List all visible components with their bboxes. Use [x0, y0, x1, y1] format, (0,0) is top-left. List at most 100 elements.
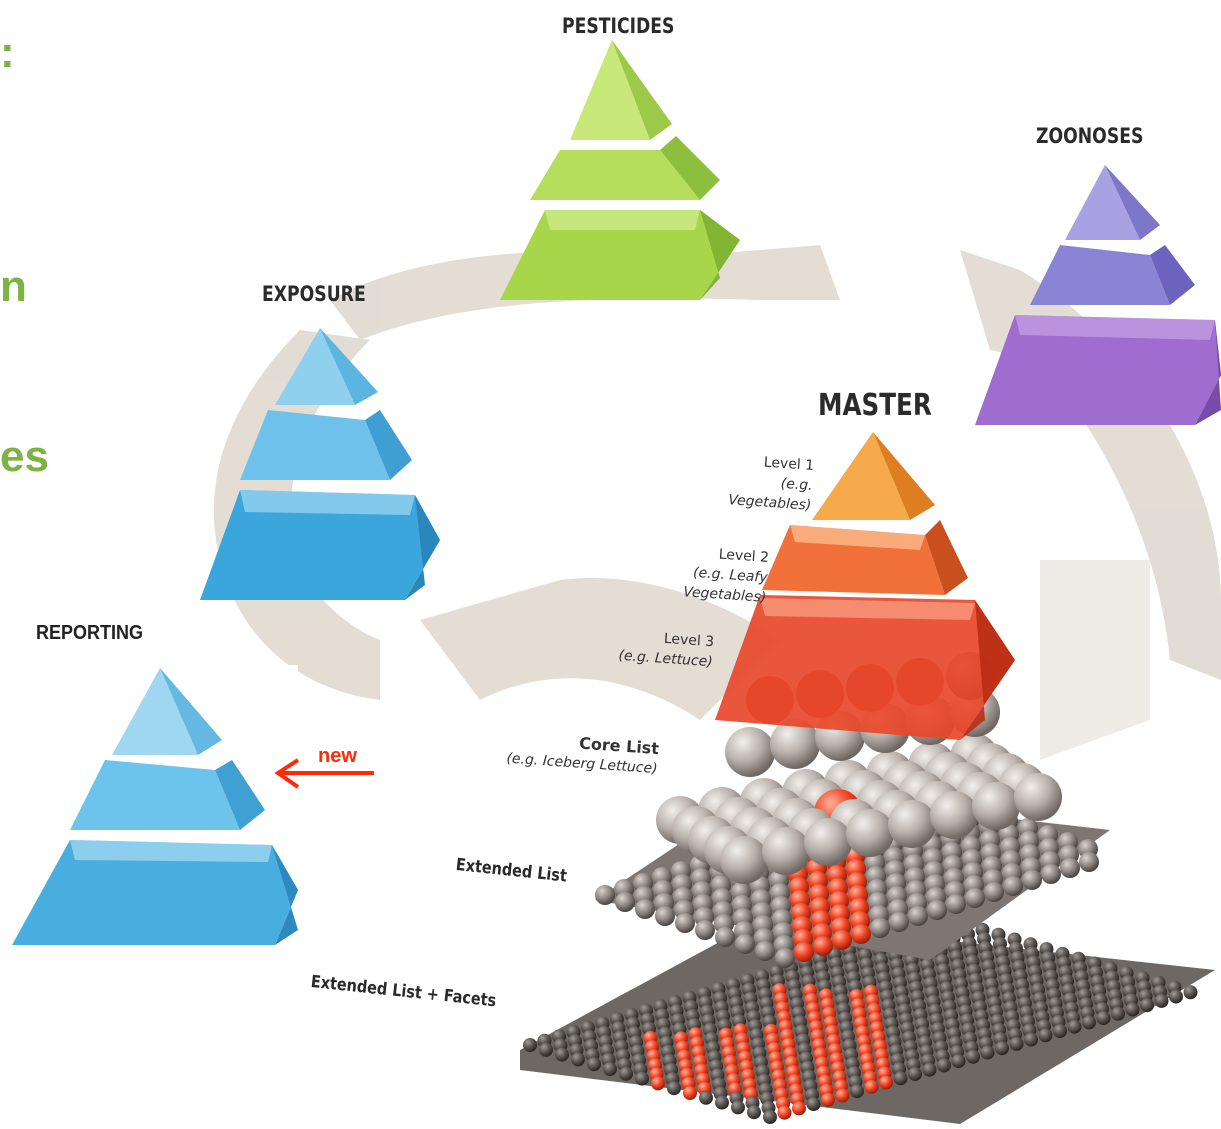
cycle-arrow-left [213, 330, 380, 700]
extended-ball [635, 899, 655, 919]
extended-ball [946, 894, 966, 914]
extended-ball [675, 913, 695, 933]
facet-ball [731, 1100, 745, 1115]
master-pyramid [520, 432, 1215, 1124]
core-ball [1014, 773, 1062, 821]
extended-ball [870, 918, 890, 938]
reporting-title: REPORTING [36, 622, 144, 644]
facet-ball [571, 1052, 585, 1067]
extended-ball [851, 924, 871, 944]
core-ball [770, 719, 820, 769]
extended-ball [794, 942, 814, 962]
master-level3 [715, 595, 1015, 740]
facet-ball [1096, 1011, 1111, 1026]
facet-ball [864, 1079, 879, 1094]
facet-ball [555, 1047, 569, 1062]
extended-ball [655, 906, 675, 926]
extended-ball [595, 885, 615, 905]
core-ball [930, 791, 978, 839]
exposure-pyramid [200, 328, 440, 600]
cycle-arrow-lower-right [1040, 560, 1150, 760]
facet-ball [966, 1049, 980, 1064]
facet-ball [995, 1041, 1009, 1056]
partial-title-es: es [0, 432, 49, 481]
facet-ball [667, 1081, 681, 1096]
facet-ball [523, 1038, 537, 1052]
facet-ball [908, 1067, 922, 1081]
facet-ball [683, 1086, 697, 1100]
facet-ball [806, 1097, 821, 1112]
facet-ball [1140, 998, 1154, 1013]
facet-ball [763, 1110, 777, 1124]
facet-ball [587, 1057, 601, 1072]
extended-ball [965, 888, 985, 908]
facet-ball [699, 1090, 713, 1105]
extended-ball [755, 941, 775, 961]
facet-ball [1067, 1019, 1082, 1034]
facet-ball [747, 1105, 761, 1120]
core-ball [725, 727, 775, 777]
core-ball [762, 827, 810, 875]
extended-ball [1079, 852, 1099, 872]
facet-ball [980, 1045, 995, 1060]
facet-ball [893, 1071, 908, 1086]
extended-ball [735, 934, 755, 954]
core-ball [804, 818, 852, 866]
facet-ball [651, 1076, 665, 1091]
extended-ball [813, 936, 833, 956]
partial-title-colon: : [0, 28, 15, 77]
facet-ball [951, 1054, 966, 1069]
pesticides-title: PESTICIDES [562, 14, 675, 38]
level2-label: Level 2 (e.g. Leafy Vegetables) [608, 537, 770, 608]
facet-ball [1038, 1028, 1053, 1043]
new-arrow [274, 758, 374, 789]
extended-ball [1003, 876, 1023, 896]
facet-ball [1125, 1002, 1140, 1017]
facet-ball [619, 1066, 633, 1081]
extended-ball [775, 948, 795, 968]
reporting-pyramid [12, 668, 298, 945]
facet-ball [1111, 1006, 1125, 1021]
level1-label: Level 1 (e.g. Vegetables) [696, 448, 815, 516]
facet-ball [879, 1075, 893, 1090]
facet-ball [1009, 1036, 1024, 1051]
pesticides-pyramid [500, 40, 740, 300]
facet-ball [1082, 1015, 1096, 1030]
facet-ball [1154, 993, 1169, 1008]
facet-ball [1053, 1024, 1067, 1038]
facet-ball [821, 1092, 835, 1107]
zoonoses-title: ZOONOSES [1036, 124, 1144, 148]
extended-ball [715, 927, 735, 947]
extended-ball [832, 930, 852, 950]
extended-ball [984, 882, 1004, 902]
extended-ball [695, 920, 715, 940]
extended-ball [889, 912, 909, 932]
zoonoses-pyramid [975, 165, 1221, 425]
extended-ball [1041, 864, 1061, 884]
core-ball [972, 782, 1020, 830]
level2-example: (e.g. Leafy Vegetables) [682, 564, 769, 606]
facet-ball [792, 1101, 806, 1116]
facet-ball [1169, 989, 1183, 1004]
cycle-arrow-right [960, 250, 1221, 680]
master-title: MASTER [818, 388, 932, 423]
extended-ball [1022, 870, 1042, 890]
level1-example: (e.g. Vegetables) [727, 475, 814, 514]
level3-label: Level 3 (e.g. Lettuce) [607, 625, 715, 672]
exposure-title: EXPOSURE [262, 282, 366, 306]
facet-ball [850, 1084, 864, 1099]
extended-ball [1060, 858, 1080, 878]
core-ball [720, 836, 768, 884]
facet-ball [1183, 985, 1198, 1000]
facet-ball [922, 1062, 937, 1077]
extended-ball [908, 906, 928, 926]
facet-ball [635, 1071, 649, 1086]
facet-ball [603, 1062, 617, 1076]
facet-ball [835, 1088, 850, 1103]
partial-title-n: n [0, 262, 27, 311]
facet-ball [539, 1042, 553, 1057]
facet-ball [777, 1105, 792, 1120]
facet-ball [1024, 1032, 1038, 1047]
